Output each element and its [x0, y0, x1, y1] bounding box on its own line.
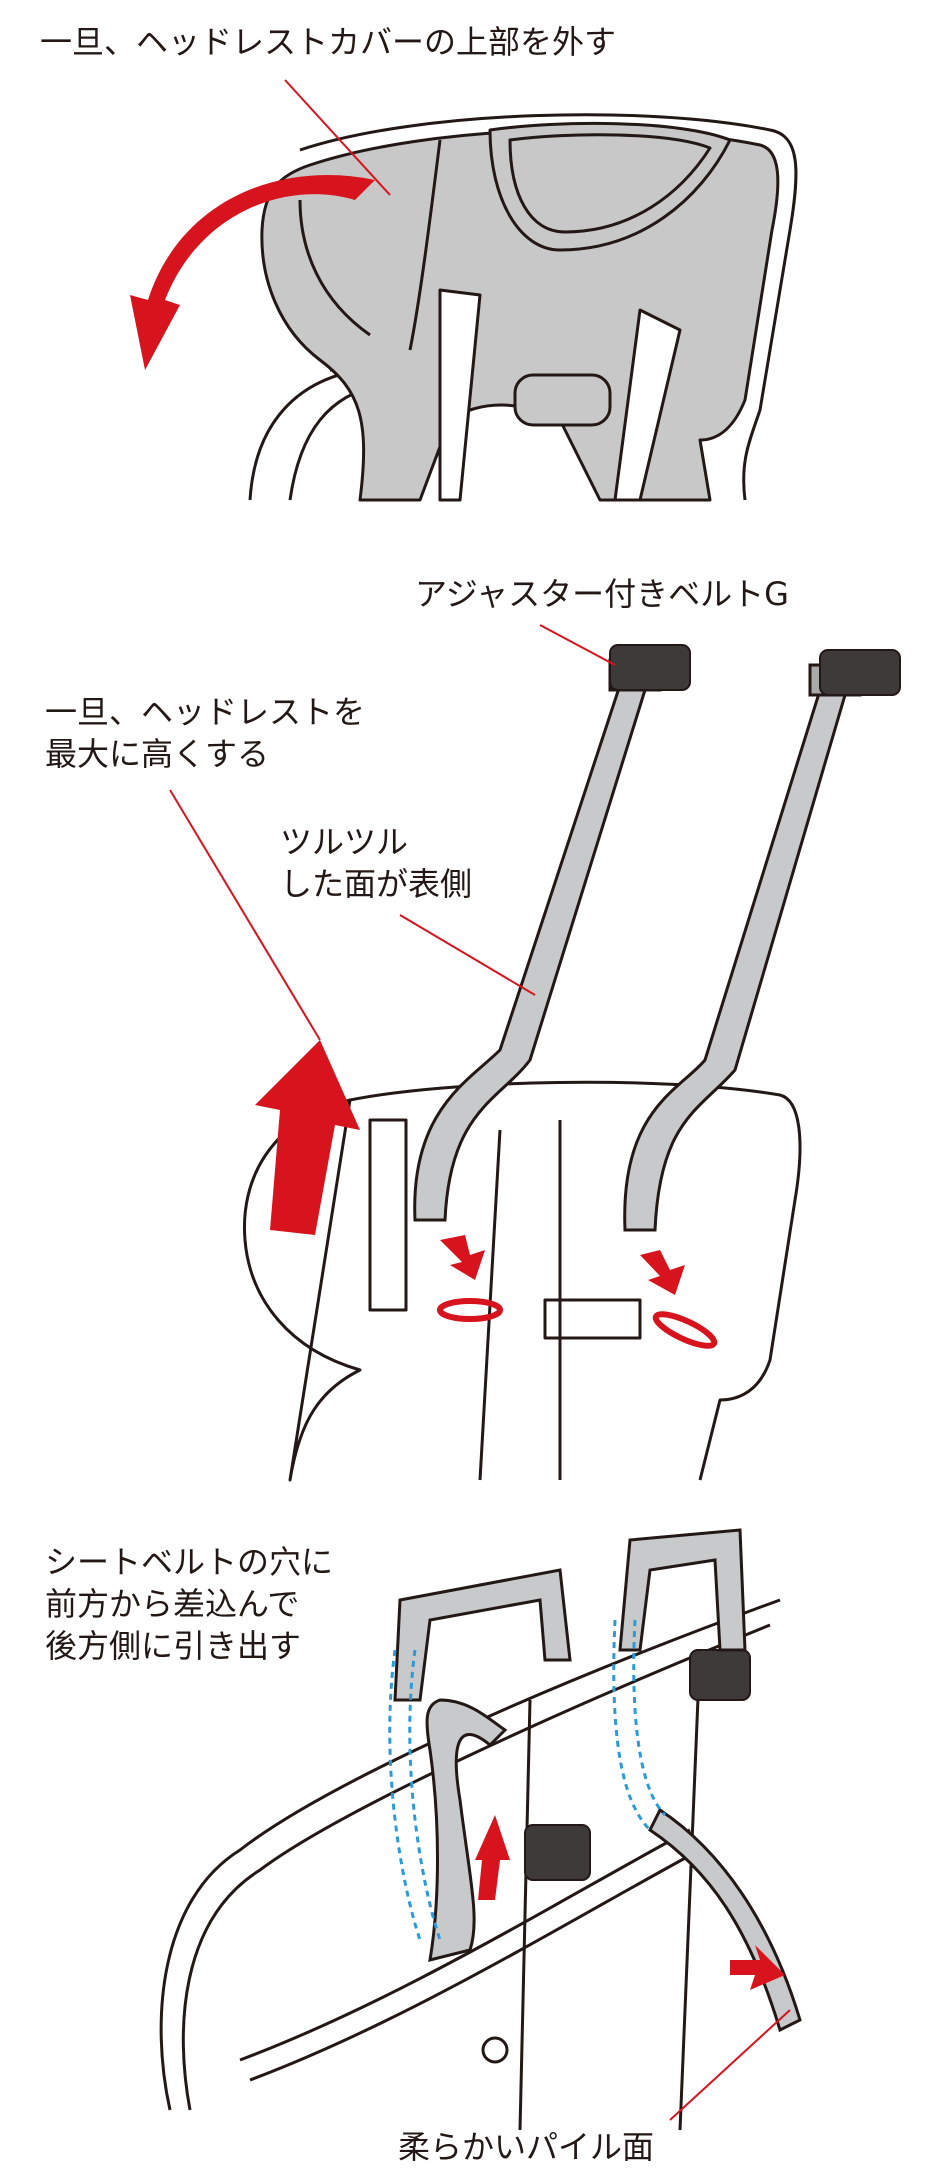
insert-line2: 前方から差込んで [45, 1585, 300, 1623]
leader-lines [169, 79, 791, 2121]
headrest-cover-panel1 [248, 113, 798, 502]
red-arrows [130, 175, 785, 1990]
dashed-path-lines [388, 1619, 667, 1941]
smooth-side-line2: した面が表側 [280, 865, 473, 903]
adjuster-belt-label: アジャスター付きベルトG [415, 575, 789, 613]
smooth-side-line1: ツルツル [280, 823, 409, 861]
insert-line1: シートベルトの穴に [45, 1543, 334, 1581]
insert-line3: 後方側に引き出す [45, 1627, 302, 1665]
raise-headrest-line1: 一旦、ヘッドレストを [45, 693, 366, 731]
pile-side-label: 柔らかいパイル面 [398, 2128, 655, 2166]
raise-headrest-line2: 最大に高くする [45, 735, 270, 773]
headrest-back-panel3 [159, 1598, 781, 2131]
adjuster-buckles [524, 644, 901, 1881]
step1-caption: 一旦、ヘッドレストカバーの上部を外す [40, 23, 617, 61]
